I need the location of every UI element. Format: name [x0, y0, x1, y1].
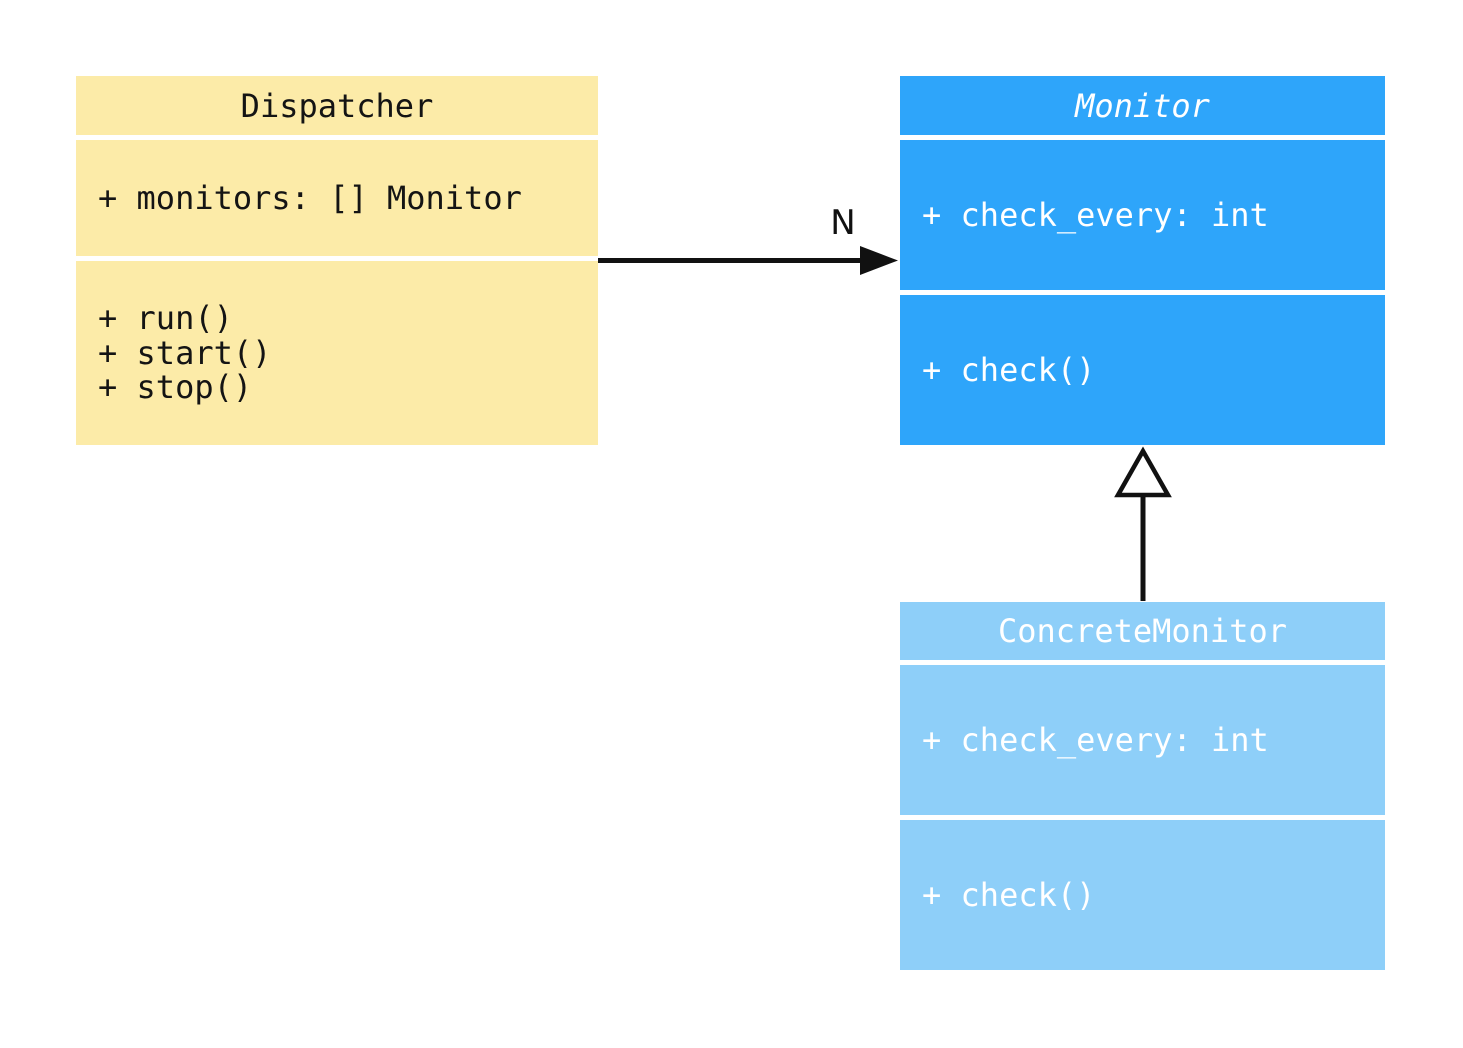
class-monitor-methods: + check() [900, 295, 1385, 445]
inheritance-triangle-icon [1114, 446, 1172, 498]
class-concrete-monitor: ConcreteMonitor + check_every: int + che… [900, 602, 1385, 970]
attribute-check-every: + check_every: int [922, 720, 1269, 759]
method-check: + check() [922, 350, 1096, 389]
attribute-monitors: + monitors: [] Monitor [98, 178, 522, 217]
class-monitor-title: Monitor [900, 76, 1385, 135]
association-edge-dispatcher-monitor [598, 246, 898, 275]
method-stop: + stop() [98, 368, 253, 407]
association-arrowhead-icon [860, 246, 898, 275]
class-concrete-monitor-methods: + check() [900, 820, 1385, 970]
class-dispatcher: Dispatcher + monitors: [] Monitor + run(… [76, 76, 598, 445]
class-concrete-monitor-attributes: + check_every: int [900, 665, 1385, 815]
inheritance-edge-concretemonitor-monitor [1114, 446, 1172, 601]
attribute-check-every: + check_every: int [922, 195, 1269, 234]
class-dispatcher-title: Dispatcher [76, 76, 598, 135]
class-dispatcher-attributes: + monitors: [] Monitor [76, 140, 598, 256]
class-monitor: Monitor + check_every: int + check() [900, 76, 1385, 445]
association-multiplicity-label: N [830, 203, 856, 243]
class-monitor-attributes: + check_every: int [900, 140, 1385, 290]
class-concrete-monitor-title: ConcreteMonitor [900, 602, 1385, 660]
method-run: + run() [98, 299, 233, 338]
method-check: + check() [922, 875, 1096, 914]
class-dispatcher-methods: + run() + start() + stop() [76, 261, 598, 445]
method-start: + start() [98, 333, 272, 372]
